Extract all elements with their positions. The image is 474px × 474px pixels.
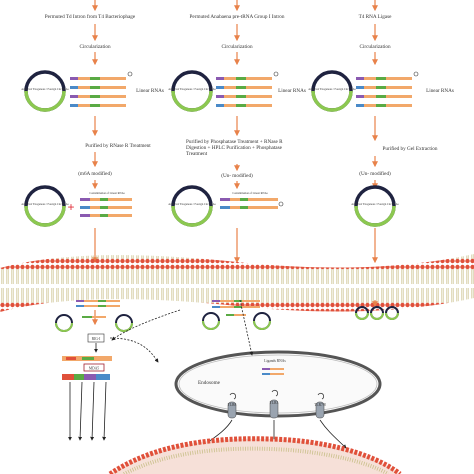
purification-label-1: Purified by RNase R Treatment <box>85 142 151 149</box>
circrna-icon-2b: Artificial/ Exogenous / Foreign CircRNAs <box>168 185 216 227</box>
circrna-icon-3: Artificial/ Exogenous / Foreign CircRNAs <box>308 70 356 112</box>
column-3: T4 RNA Ligase Circularization Artificial… <box>308 14 454 264</box>
contamination-label-2: Contamination of Linear RNAs <box>232 192 267 195</box>
internalized-rnas-2 <box>202 300 271 330</box>
circ-label-1: Artificial/ Exogenous / Foreign CircRNAs <box>21 88 69 91</box>
tlr78-label: TLR7/8 <box>314 403 326 407</box>
method-label-2: Permuted Anabaena pre-tRNA Group I Intro… <box>190 14 285 20</box>
linear-label-1: Linear RNAs <box>136 88 164 94</box>
rigi-pathway: RIG-I MDA5 <box>62 309 181 441</box>
circrna-icon-2: Artificial/ Exogenous / Foreign CircRNAs <box>168 70 216 112</box>
rigi-box <box>87 333 105 343</box>
ligands-label: Ligands RNAs <box>264 359 286 363</box>
modification-label-3: (Un- modified) <box>359 170 391 177</box>
method-label-1: Permuted Td Intron from T4 Bacteriophage <box>45 13 136 20</box>
purification-label-3: Purified by Gel Extraction <box>383 145 438 152</box>
plus-sign: + <box>67 200 74 214</box>
circ-label-3: Artificial/ Exogenous / Foreign CircRNAs <box>308 88 356 91</box>
circrna-icon-1: Artificial/ Exogenous / Foreign CircRNAs <box>21 70 69 112</box>
modification-label-2: (Un- modified) <box>221 172 253 179</box>
contamination-label-1: Contamination of Linear RNAs <box>89 192 124 195</box>
tlr3-label: TLR3 <box>270 401 279 405</box>
linear-rnas-2 <box>216 71 279 107</box>
contamination-rnas-2: Contamination of Linear RNAs <box>220 192 284 209</box>
column-2: Permuted Anabaena pre-tRNA Group I Intro… <box>168 14 306 264</box>
circ-label-1b: Artificial/ Exogenous / Foreign CircRNAs <box>21 203 69 206</box>
circularization-label-2: Circularization <box>221 44 253 50</box>
circrna-icon-3b: Artificial/ Exogenous / Foreign CircRNAs <box>351 185 399 227</box>
mdas-label: MDA5 <box>89 367 99 371</box>
tlr78-receptor <box>315 401 325 419</box>
column-1: Permuted Td Intron from T4 Bacteriophage… <box>21 13 164 264</box>
circ-label-2: Artificial/ Exogenous / Foreign CircRNAs <box>168 88 216 91</box>
method-label-3: T4 RNA Ligase <box>359 14 393 20</box>
endosome-label: Endosome <box>198 380 221 386</box>
linear-label-2: Linear RNAs <box>278 88 306 94</box>
internalized-rnas-3 <box>355 300 399 320</box>
tlr3-receptor <box>269 399 279 419</box>
mdas-box <box>83 363 105 372</box>
modification-label-1: (m6A modified) <box>78 170 112 177</box>
linear-rnas-1 <box>70 71 133 107</box>
contamination-rnas-1: Contamination of Linear RNAs <box>80 192 132 217</box>
circularization-label-1: Circularization <box>79 44 111 50</box>
top-arrows <box>92 0 378 12</box>
rigi-label: RIG-I <box>92 337 101 341</box>
circ-label-3b: Artificial/ Exogenous / Foreign CircRNAs <box>351 203 399 206</box>
nuclear-membrane <box>108 436 402 474</box>
linear-label-3: Linear RNAs <box>426 88 454 94</box>
circrna-icon-1b: Artificial/ Exogenous / Foreign CircRNAs <box>21 185 69 227</box>
circularization-label-3: Circularization <box>359 44 391 50</box>
circ-label-2b: Artificial/ Exogenous / Foreign CircRNAs <box>168 203 216 206</box>
internalized-rnas-1 <box>55 300 133 332</box>
tlr8-label: TLR8 <box>228 403 237 407</box>
endosome: Endosome Ligands RNAs TLR8 TLR3 TLR7/8 <box>174 299 382 449</box>
linear-rnas-3 <box>356 71 419 107</box>
cell-membrane <box>0 254 474 312</box>
purification-label-2: Purified by Phosphatase Treatment + RNas… <box>186 139 283 158</box>
purification-box-2: Purified by Phosphatase Treatment + RNas… <box>186 139 283 158</box>
tlr8-receptor <box>227 401 237 419</box>
